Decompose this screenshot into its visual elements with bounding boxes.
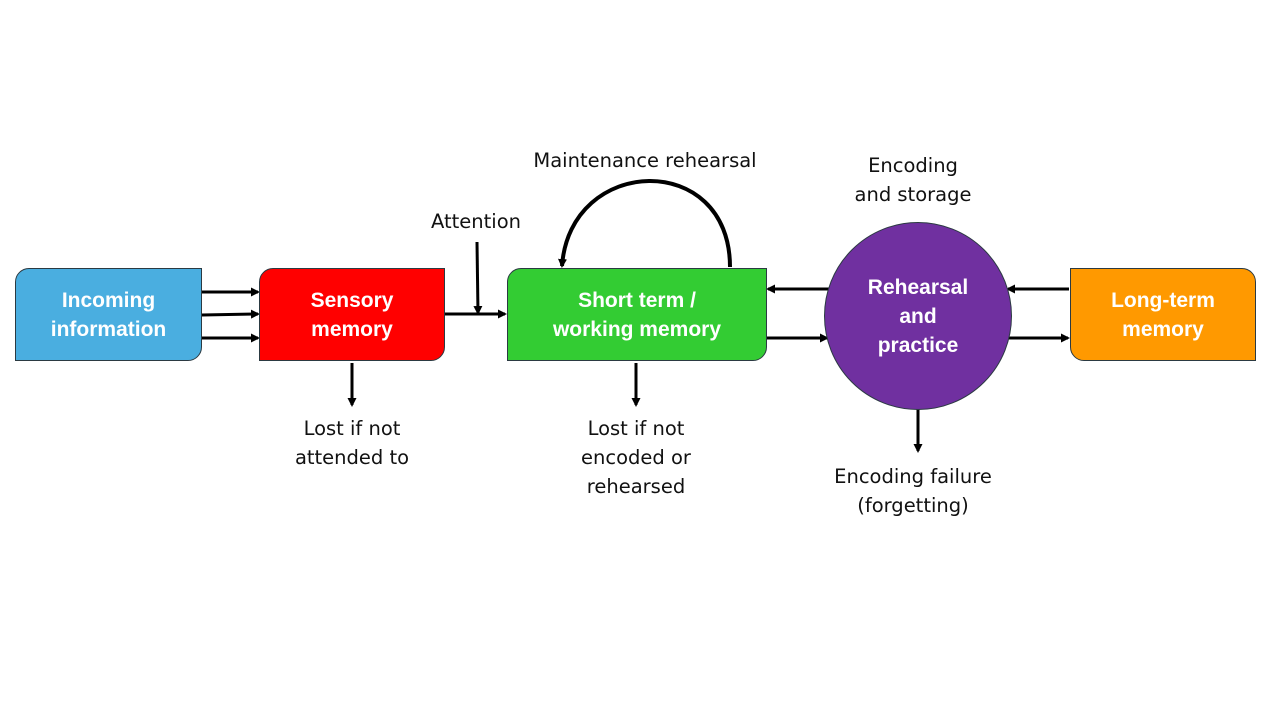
incoming-information-node: Incoming information [15, 268, 202, 361]
arrow-attention [473, 241, 483, 315]
sensory-memory-node: Sensory memory [259, 268, 445, 361]
rehearsal-practice-label: Rehearsal and practice [867, 275, 969, 357]
arrow-maintenance-loop [558, 179, 732, 268]
lost-if-not-encoded-label: Lost if not encoded or rehearsed [581, 417, 691, 498]
short-term-memory-label: Short term / working memory [552, 288, 722, 341]
arrow-incoming-to-sensory-2 [201, 309, 260, 319]
short-term-memory-node: Short term / working memory [507, 268, 767, 361]
encoding-storage-label: Encoding and storage [854, 154, 972, 206]
incoming-information-label: Incoming information [50, 288, 167, 341]
long-term-memory-node: Long-term memory [1070, 268, 1256, 361]
sensory-memory-label: Sensory memory [310, 288, 394, 341]
encoding-failure-label: Encoding failure (forgetting) [834, 465, 992, 517]
attention-label: Attention [431, 210, 521, 233]
long-term-memory-label: Long-term memory [1111, 288, 1215, 341]
lost-if-not-attended-label: Lost if not attended to [294, 417, 410, 469]
rehearsal-practice-node: Rehearsal and practice [824, 222, 1012, 410]
maintenance-rehearsal-label: Maintenance rehearsal [533, 149, 757, 172]
